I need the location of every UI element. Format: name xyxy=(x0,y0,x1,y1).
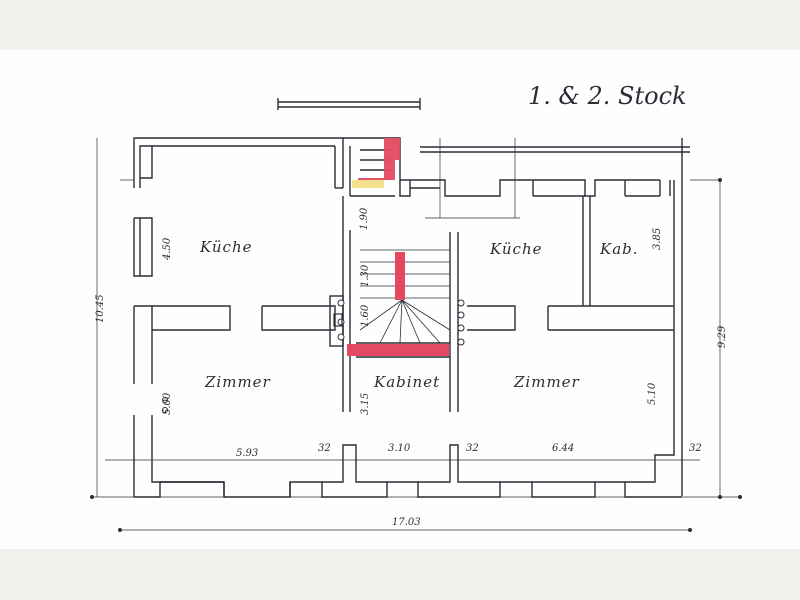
stairwell-walls xyxy=(329,196,459,412)
room-label-cabinet-right: Kab. xyxy=(599,240,639,258)
dimension-stair-2: 1.30 xyxy=(360,264,371,287)
room-label-cabinet-center: Kabinet xyxy=(373,373,440,391)
dimension-tick xyxy=(688,528,692,532)
dimension-room-right-depth: 5.10 xyxy=(647,382,658,405)
dimension-tick xyxy=(738,495,742,499)
kitchen-cabinet-partition xyxy=(582,196,591,306)
dimension-bay-1: 5.93 xyxy=(236,448,258,459)
room-label-kitchen-right: Küche xyxy=(489,240,542,258)
dimension-cabinet-right-depth: 3.85 xyxy=(652,228,663,250)
right-upper-wall xyxy=(400,138,690,496)
top-balcony-outline xyxy=(277,98,421,110)
red-stair-marking xyxy=(347,138,449,356)
room-label-room-right: Zimmer xyxy=(513,373,580,391)
dimension-lines xyxy=(92,138,740,531)
dimension-pier-3: 32 xyxy=(689,443,702,454)
dimension-tick xyxy=(118,528,122,532)
dimension-pier-2: 32 xyxy=(466,443,479,454)
left-exterior-wall xyxy=(133,217,160,497)
dimension-total-width: 17.03 xyxy=(392,517,421,528)
column-dot xyxy=(337,299,345,307)
column-dot xyxy=(162,397,168,403)
column-dot xyxy=(457,338,465,346)
middle-cross-wall xyxy=(134,305,674,331)
top-border-band xyxy=(0,0,800,50)
dimension-bay-3: 6.44 xyxy=(552,443,574,454)
dimension-pier-1: 32 xyxy=(318,443,331,454)
column-dot xyxy=(457,324,465,332)
column-dot xyxy=(457,299,465,307)
dimension-tick xyxy=(718,178,722,182)
dimension-kitchen-left-depth: 4.50 xyxy=(162,237,173,261)
room-label-kitchen-left: Küche xyxy=(199,238,252,256)
dimension-stair-4: 3.15 xyxy=(360,393,371,415)
dimension-bay-2: 3.10 xyxy=(388,443,411,454)
floor-title: 1. & 2. Stock xyxy=(528,82,687,110)
column-dot xyxy=(337,318,345,326)
column-dot xyxy=(337,333,345,341)
dimension-stair-1: 1.90 xyxy=(359,207,370,230)
column-dot xyxy=(162,407,168,413)
dimension-room-left-depth: 5.00 xyxy=(162,392,173,415)
bottom-facade-wall xyxy=(134,444,682,498)
bottom-border-band xyxy=(0,549,800,600)
left-upper-wall xyxy=(133,137,344,189)
dimension-total-depth-left: 10.45 xyxy=(95,294,106,323)
dimension-stair-3: 1.60 xyxy=(360,304,371,327)
yellow-stair-marking xyxy=(352,180,384,188)
chimney-flue xyxy=(333,313,343,327)
dimension-total-depth-right: 9.29 xyxy=(717,325,728,348)
dimension-tick xyxy=(718,495,722,499)
room-label-room-left: Zimmer xyxy=(204,373,271,391)
dimension-tick xyxy=(90,495,94,499)
column-dot xyxy=(457,311,465,319)
